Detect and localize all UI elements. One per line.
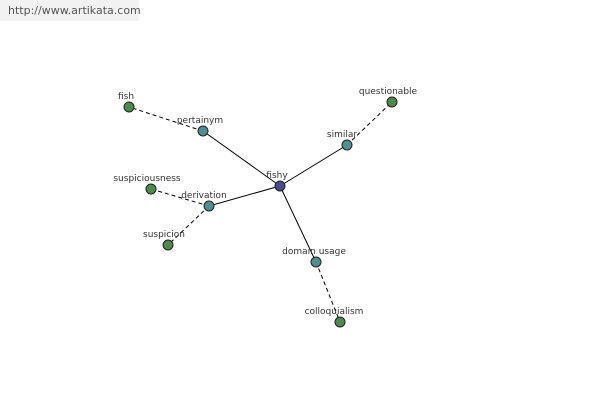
term-node-questionable[interactable]: questionable [359, 87, 418, 108]
relation-node-label: pertainym [177, 116, 223, 126]
term-node-label: suspicion [143, 230, 185, 240]
edge-fishy-similar [279, 144, 348, 187]
edge-derivation-suspicion [167, 205, 210, 246]
edge-domain-usage-colloquialism [315, 261, 341, 323]
term-node-suspicion[interactable]: suspicion [143, 230, 185, 251]
edge-fishy-derivation [208, 185, 281, 207]
term-node-fish[interactable]: fish [118, 92, 135, 113]
term-node-label: colloquialism [305, 307, 364, 317]
edge-pertainym-fish [128, 106, 204, 132]
term-node-marker[interactable] [386, 96, 398, 108]
relation-node-similar[interactable]: similar [327, 130, 357, 151]
term-node-colloquialism[interactable]: colloquialism [305, 307, 364, 328]
relation-node-marker[interactable] [310, 256, 322, 268]
center-node-marker[interactable] [274, 180, 286, 192]
site-url-text: http://www.artikata.com [8, 4, 141, 17]
relation-node-pertainym[interactable]: pertainym [177, 116, 223, 137]
relation-node-label: domain usage [282, 247, 346, 257]
edge-fishy-domain-usage [279, 185, 317, 263]
term-node-label: suspiciousness [113, 174, 181, 184]
edge-similar-questionable [346, 101, 393, 146]
relation-node-label: derivation [181, 191, 227, 201]
relation-node-marker[interactable] [197, 125, 209, 137]
graph-nodes: pertainym fish similar questionable derivati… [113, 87, 418, 328]
term-node-suspiciousness[interactable]: suspiciousness [113, 174, 181, 195]
relation-node-marker[interactable] [341, 139, 353, 151]
term-node-marker[interactable] [162, 239, 174, 251]
center-node-fishy[interactable]: fishy [266, 171, 288, 192]
relation-node-domain-usage[interactable]: domain usage [282, 247, 346, 268]
relation-node-label: similar [327, 130, 357, 140]
relation-node-derivation[interactable]: derivation [181, 191, 227, 212]
graph-edges [128, 101, 393, 323]
term-node-marker[interactable] [145, 183, 157, 195]
edge-derivation-suspiciousness [150, 188, 210, 207]
edge-fishy-pertainym [202, 130, 281, 187]
term-node-marker[interactable] [123, 101, 135, 113]
term-node-label: questionable [359, 87, 418, 97]
term-node-label: fish [118, 92, 134, 102]
center-node-label: fishy [266, 171, 288, 181]
relation-node-marker[interactable] [203, 200, 215, 212]
site-watermark: http://www.artikata.com [0, 0, 141, 21]
term-node-marker[interactable] [334, 316, 346, 328]
